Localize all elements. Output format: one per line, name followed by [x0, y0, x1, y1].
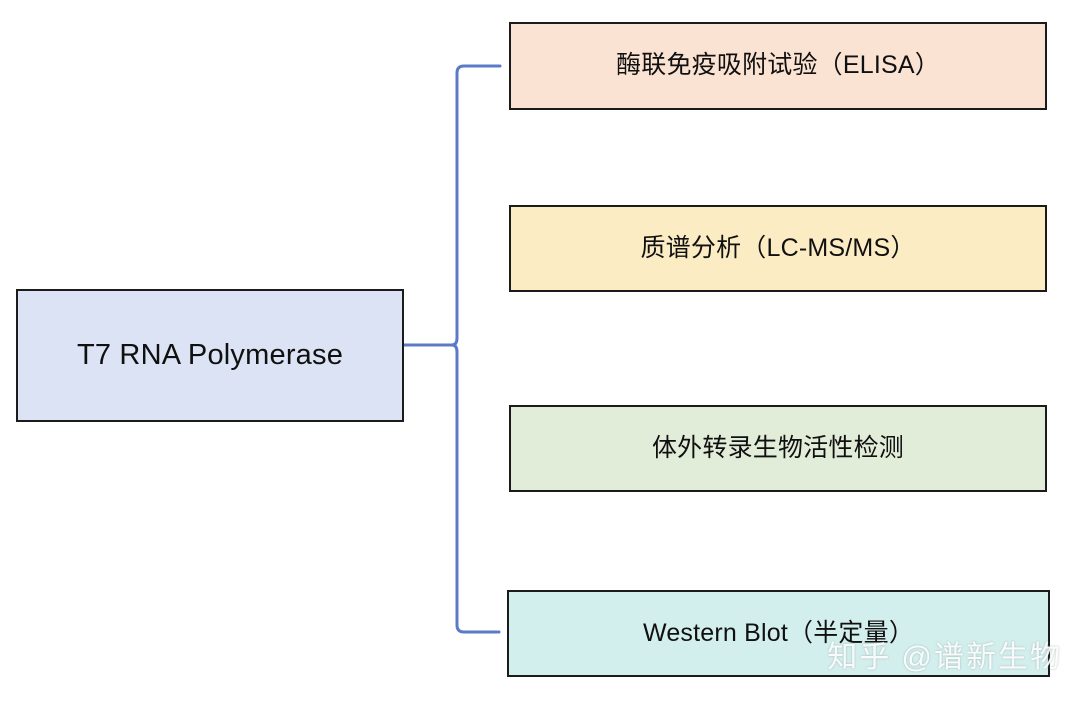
branch-node-in-vitro-transcription-activity[interactable]: 体外转录生物活性检测 — [509, 405, 1047, 492]
connector-to-branch-0 — [450, 64, 502, 347]
root-node-label: T7 RNA Polymerase — [76, 339, 344, 372]
branch-node-mass-spec[interactable]: 质谱分析（LC-MS/MS） — [509, 205, 1047, 292]
branch-node-western-blot[interactable]: Western Blot（半定量） — [507, 590, 1050, 677]
connector-to-branch-3 — [450, 343, 501, 634]
branch-node-label-3: Western Blot（半定量） — [642, 618, 915, 647]
branch-node-label-0: 酶联免疫吸附试验（ELISA） — [616, 51, 940, 80]
branch-node-label-1: 质谱分析（LC-MS/MS） — [640, 233, 916, 262]
branch-node-elisa[interactable]: 酶联免疫吸附试验（ELISA） — [509, 22, 1047, 110]
branch-node-label-2: 体外转录生物活性检测 — [651, 433, 904, 462]
root-node-t7-rna-polymerase[interactable]: T7 RNA Polymerase — [16, 289, 404, 422]
